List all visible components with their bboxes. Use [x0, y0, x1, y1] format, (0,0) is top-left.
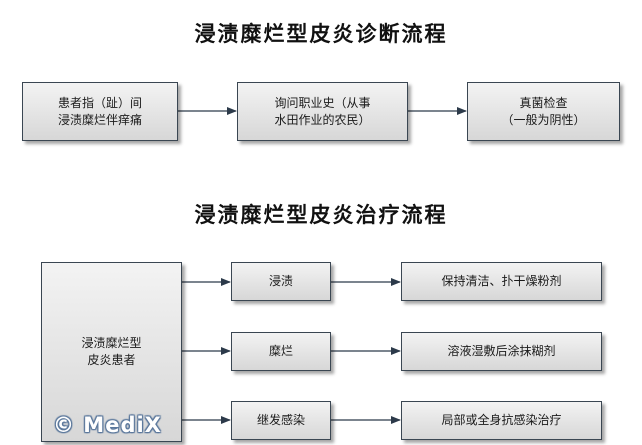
treatment-patient-box: 浸渍糜烂型 皮炎患者 [41, 262, 182, 442]
treatment-box-3: 局部或全身抗感染治疗 [401, 401, 602, 440]
treatment-box-1: 保持清洁、扑干燥粉剂 [401, 262, 602, 301]
diagnosis-step-symptoms-line1: 患者指（趾）间 [57, 95, 142, 110]
treatment-flow-title: 浸渍糜烂型皮炎治疗流程 [194, 203, 448, 227]
diagnosis-step-occupation: 询问职业史（从事 水田作业的农民） [237, 82, 408, 141]
treatment-label-1: 保持清洁、扑干燥粉剂 [441, 274, 562, 288]
condition-label-1: 浸渍 [268, 274, 293, 288]
medix-watermark: © MediX [53, 413, 162, 437]
condition-box-1: 浸渍 [231, 262, 331, 301]
condition-label-2: 糜烂 [268, 344, 293, 358]
diagnosis-step-fungal-test-line1: 真菌检查 [519, 95, 568, 110]
diagnosis-flow-title: 浸渍糜烂型皮炎诊断流程 [194, 22, 448, 46]
treatment-label-2: 溶液湿敷后涂抹糊剂 [447, 344, 556, 358]
diagnosis-step-symptoms: 患者指（趾）间 浸渍糜烂伴痒痛 [22, 82, 178, 141]
diagnosis-step-fungal-test: 真菌检查 （一般为阴性） [467, 82, 620, 141]
condition-label-3: 继发感染 [256, 413, 305, 427]
diagnosis-step-symptoms-line2: 浸渍糜烂伴痒痛 [57, 112, 142, 127]
diagnosis-step-occupation-line2: 水田作业的农民） [274, 112, 371, 127]
treatment-box-2: 溶液湿敷后涂抹糊剂 [401, 332, 602, 371]
condition-box-2: 糜烂 [231, 332, 331, 371]
treatment-label-3: 局部或全身抗感染治疗 [441, 413, 562, 427]
diagnosis-step-fungal-test-line2: （一般为阴性） [501, 112, 586, 127]
treatment-patient-line1: 浸渍糜烂型 [81, 336, 142, 350]
treatment-patient-line2: 皮炎患者 [87, 353, 136, 367]
condition-box-3: 继发感染 [231, 401, 331, 440]
diagnosis-step-occupation-line1: 询问职业史（从事 [274, 95, 371, 110]
